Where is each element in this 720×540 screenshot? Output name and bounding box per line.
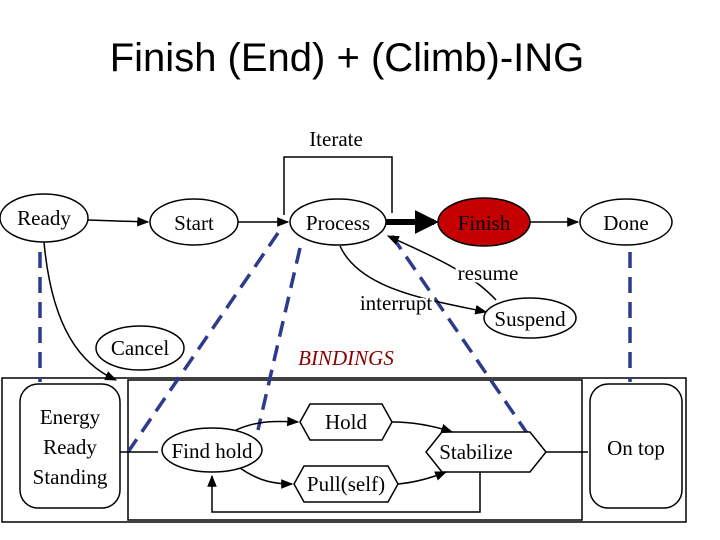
bindings-label: BINDINGS [298,346,394,370]
arrow-findhold-hold [235,416,300,431]
energy-line-1: Energy [40,405,101,429]
state-process-label: Process [306,211,370,235]
bindings-frame [1,377,687,523]
arrow-interrupt [339,245,488,315]
state-start-label: Start [174,211,214,235]
state-hold[interactable] [299,403,393,441]
find-hold-label: Find hold [171,439,253,463]
arrow-resume [386,235,497,301]
dashed-links [38,232,632,453]
state-suspend-label: Suspend [494,307,566,331]
state-energy-ready-standing[interactable] [19,383,121,509]
arrow-findhold-pull [239,467,294,489]
dashed-link-finish-stabilize [390,235,542,453]
state-ready-label: Ready [17,206,71,230]
pull-self-label: Pull(self) [307,472,385,496]
arrow-hold-stabilize [391,421,454,434]
state-suspend[interactable] [483,297,577,339]
state-pull-self[interactable] [293,465,399,503]
state-find-hold[interactable] [161,427,263,473]
state-stabilize[interactable] [425,431,547,473]
arrow-ready-energy [43,241,118,381]
energy-line-3: Standing [33,465,108,489]
state-cancel-label: Cancel [111,336,169,360]
stabilize-label: Stabilize [439,440,512,464]
page-title: Finish (End) + (Climb)-ING [109,36,585,80]
state-cancel[interactable] [95,325,185,371]
transition-resume-label: resume [458,261,519,285]
state-finish-label: Finish [458,211,511,235]
arrow-pull-stabilize [397,471,448,485]
hold-label: Hold [325,410,368,434]
dashed-link-process-findhold [256,247,302,431]
state-on-top[interactable] [589,383,683,509]
on-top-label: On top [607,436,665,460]
dashed-link-start-findhold [126,232,280,453]
state-done[interactable] [579,198,673,246]
state-done-label: Done [603,211,649,235]
transition-interrupt-label: interrupt [360,291,432,315]
arrow-iterate-loop [283,156,393,215]
arrow-ready-start [87,216,150,227]
arrow-stabilize-findhold-loop [207,472,481,513]
energy-line-2: Ready [43,435,97,459]
transition-iterate-label: Iterate [309,127,363,151]
